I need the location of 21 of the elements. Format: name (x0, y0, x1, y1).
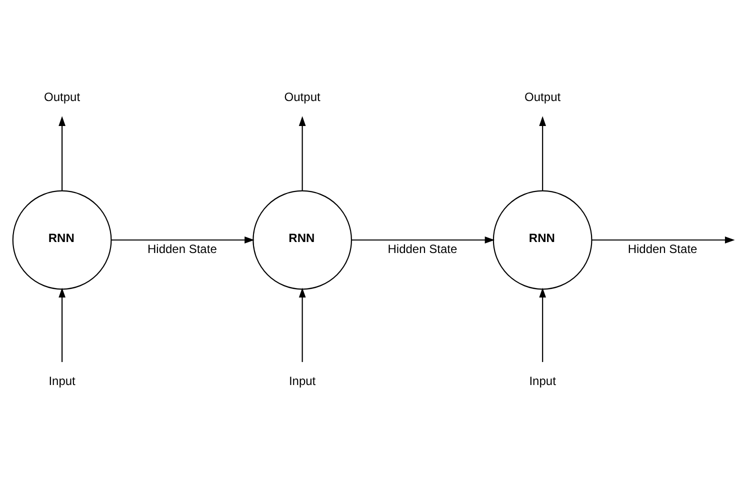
arrow (539, 288, 546, 362)
arrow (111, 236, 254, 244)
node-circle: RNN (492, 190, 592, 290)
arrow (298, 288, 306, 362)
arrow (539, 116, 546, 191)
node-circle: RNN (12, 190, 112, 290)
node-text: Input (529, 374, 556, 388)
arrow (352, 236, 495, 244)
edge-label: Hidden State (388, 242, 458, 256)
edge-label: Hidden State (147, 242, 217, 256)
node-text: Output (284, 90, 320, 104)
edge-label: Hidden State (628, 242, 698, 256)
node-circle: RNN (252, 190, 352, 290)
node-text: Output (524, 90, 561, 104)
arrow (58, 116, 66, 191)
arrow (592, 236, 735, 244)
arrow (58, 288, 66, 362)
node-text: Input (48, 374, 76, 388)
arrow (298, 116, 306, 191)
node-text: Output (44, 90, 80, 104)
node-text: Input (288, 374, 316, 388)
